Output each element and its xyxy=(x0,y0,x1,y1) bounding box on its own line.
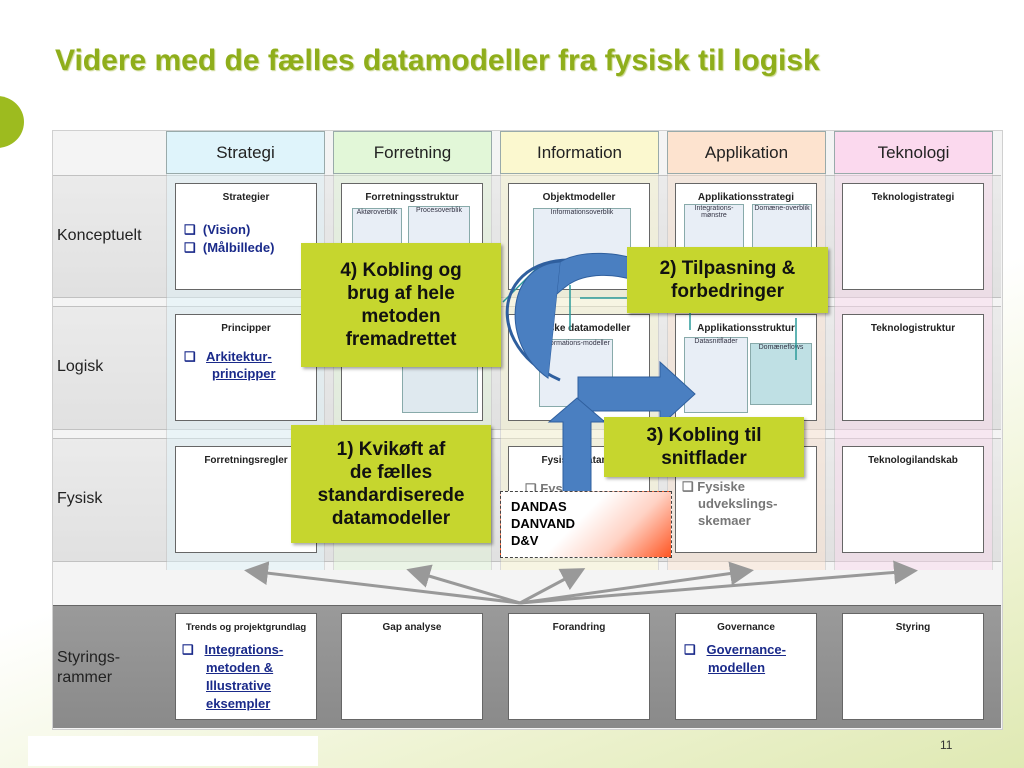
cell-teknologistrategi: Teknologistrategi xyxy=(842,183,984,290)
cell-title: Gap analyse xyxy=(382,622,442,633)
row-label-styring: Styrings- rammer xyxy=(57,649,121,686)
thumbnail: Datasnitflader xyxy=(684,337,748,413)
column-header-teknologi: Teknologi xyxy=(834,131,993,174)
cell-title: Governance xyxy=(717,622,775,633)
link-governancemodellen[interactable]: ❑ Governance- xyxy=(684,642,786,657)
cell-teknologilandskab: Teknologilandskab xyxy=(842,446,984,553)
cell-title: Principper xyxy=(221,323,271,334)
cell-title: Applikationsstruktur xyxy=(697,323,795,334)
up-arrow xyxy=(547,397,607,497)
link-integrationsmetoden[interactable]: Illustrative xyxy=(206,678,272,693)
cell-principper: Principper ❑ Arkitektur- principper xyxy=(175,314,317,421)
column-header-forretning: Forretning xyxy=(333,131,492,174)
list-item-line: skemaer xyxy=(698,513,751,528)
cell-title: Objektmodeller xyxy=(542,192,616,203)
cell-title: Teknologistrategi xyxy=(871,192,955,203)
cell-styring: Styring xyxy=(842,613,984,720)
dandas-line: D&V xyxy=(511,533,539,548)
cell-title: Teknologistruktur xyxy=(870,323,956,334)
cell-title: Strategier xyxy=(222,192,270,203)
column-header-applikation: Applikation xyxy=(667,131,826,174)
cell-title: Teknologilandskab xyxy=(868,455,958,466)
dandas-line: DANDAS xyxy=(511,499,567,514)
cell-title: Forandring xyxy=(552,622,606,633)
cell-title: Trends og projektgrundlag xyxy=(185,622,307,633)
column-header-strategi: Strategi xyxy=(166,131,325,174)
row-label-konceptuelt: Konceptuelt xyxy=(57,227,142,244)
cell-gap-analyse: Gap analyse xyxy=(341,613,483,720)
row-label-fysisk: Fysisk xyxy=(57,490,103,507)
link-integrationsmetoden[interactable]: eksempler xyxy=(206,696,271,711)
link-integrationsmetoden[interactable]: ❑ Integrations- xyxy=(182,642,284,657)
list-item: ❑ (Vision) xyxy=(184,222,251,237)
dandas-box: DANDAS DANVAND D&V xyxy=(500,491,672,558)
list-item: ❑ (Målbillede) xyxy=(184,240,275,255)
link-arkitektur-principper[interactable]: principper xyxy=(212,366,276,381)
cell-teknologistruktur: Teknologistruktur xyxy=(842,314,984,421)
link-governancemodellen[interactable]: modellen xyxy=(708,660,766,675)
column-header-information: Information xyxy=(500,131,659,174)
cell-title: Applikationsstrategi xyxy=(697,192,795,203)
cell-title: Styring xyxy=(895,622,931,633)
page-title: Videre med de fælles datamodeller fra fy… xyxy=(55,44,820,77)
row-label-logisk: Logisk xyxy=(57,358,104,375)
cell-title: Forretningsregler xyxy=(204,455,288,466)
cell-governance: Governance ❑ Governance- modellen xyxy=(675,613,817,720)
cell-strategier: Strategier ❑ (Vision) ❑ (Målbillede) xyxy=(175,183,317,290)
page-number: 11 xyxy=(940,738,953,752)
cell-applikationsstruktur: Applikationsstruktur Datasnitflader Domæ… xyxy=(675,314,817,421)
list-item: ❑ Fysiske xyxy=(682,479,745,494)
cell-forandring: Forandring xyxy=(508,613,650,720)
cell-title: Logiske datamodeller xyxy=(527,323,631,334)
footer-area xyxy=(28,736,318,766)
callout-2-tilpasning: 2) Tilpasning &forbedringer xyxy=(627,247,828,313)
cell-title: Forretningsstruktur xyxy=(365,192,459,203)
link-integrationsmetoden[interactable]: metoden & xyxy=(206,660,274,675)
list-item-line: udvekslings- xyxy=(698,496,778,511)
link-arkitektur-principper[interactable]: ❑ Arkitektur- xyxy=(184,349,272,364)
thumbnail: Domæneflows xyxy=(750,343,812,405)
dandas-line: DANVAND xyxy=(511,516,576,531)
cell-trends-projektgrundlag: Trends og projektgrundlag ❑ Integrations… xyxy=(175,613,317,720)
